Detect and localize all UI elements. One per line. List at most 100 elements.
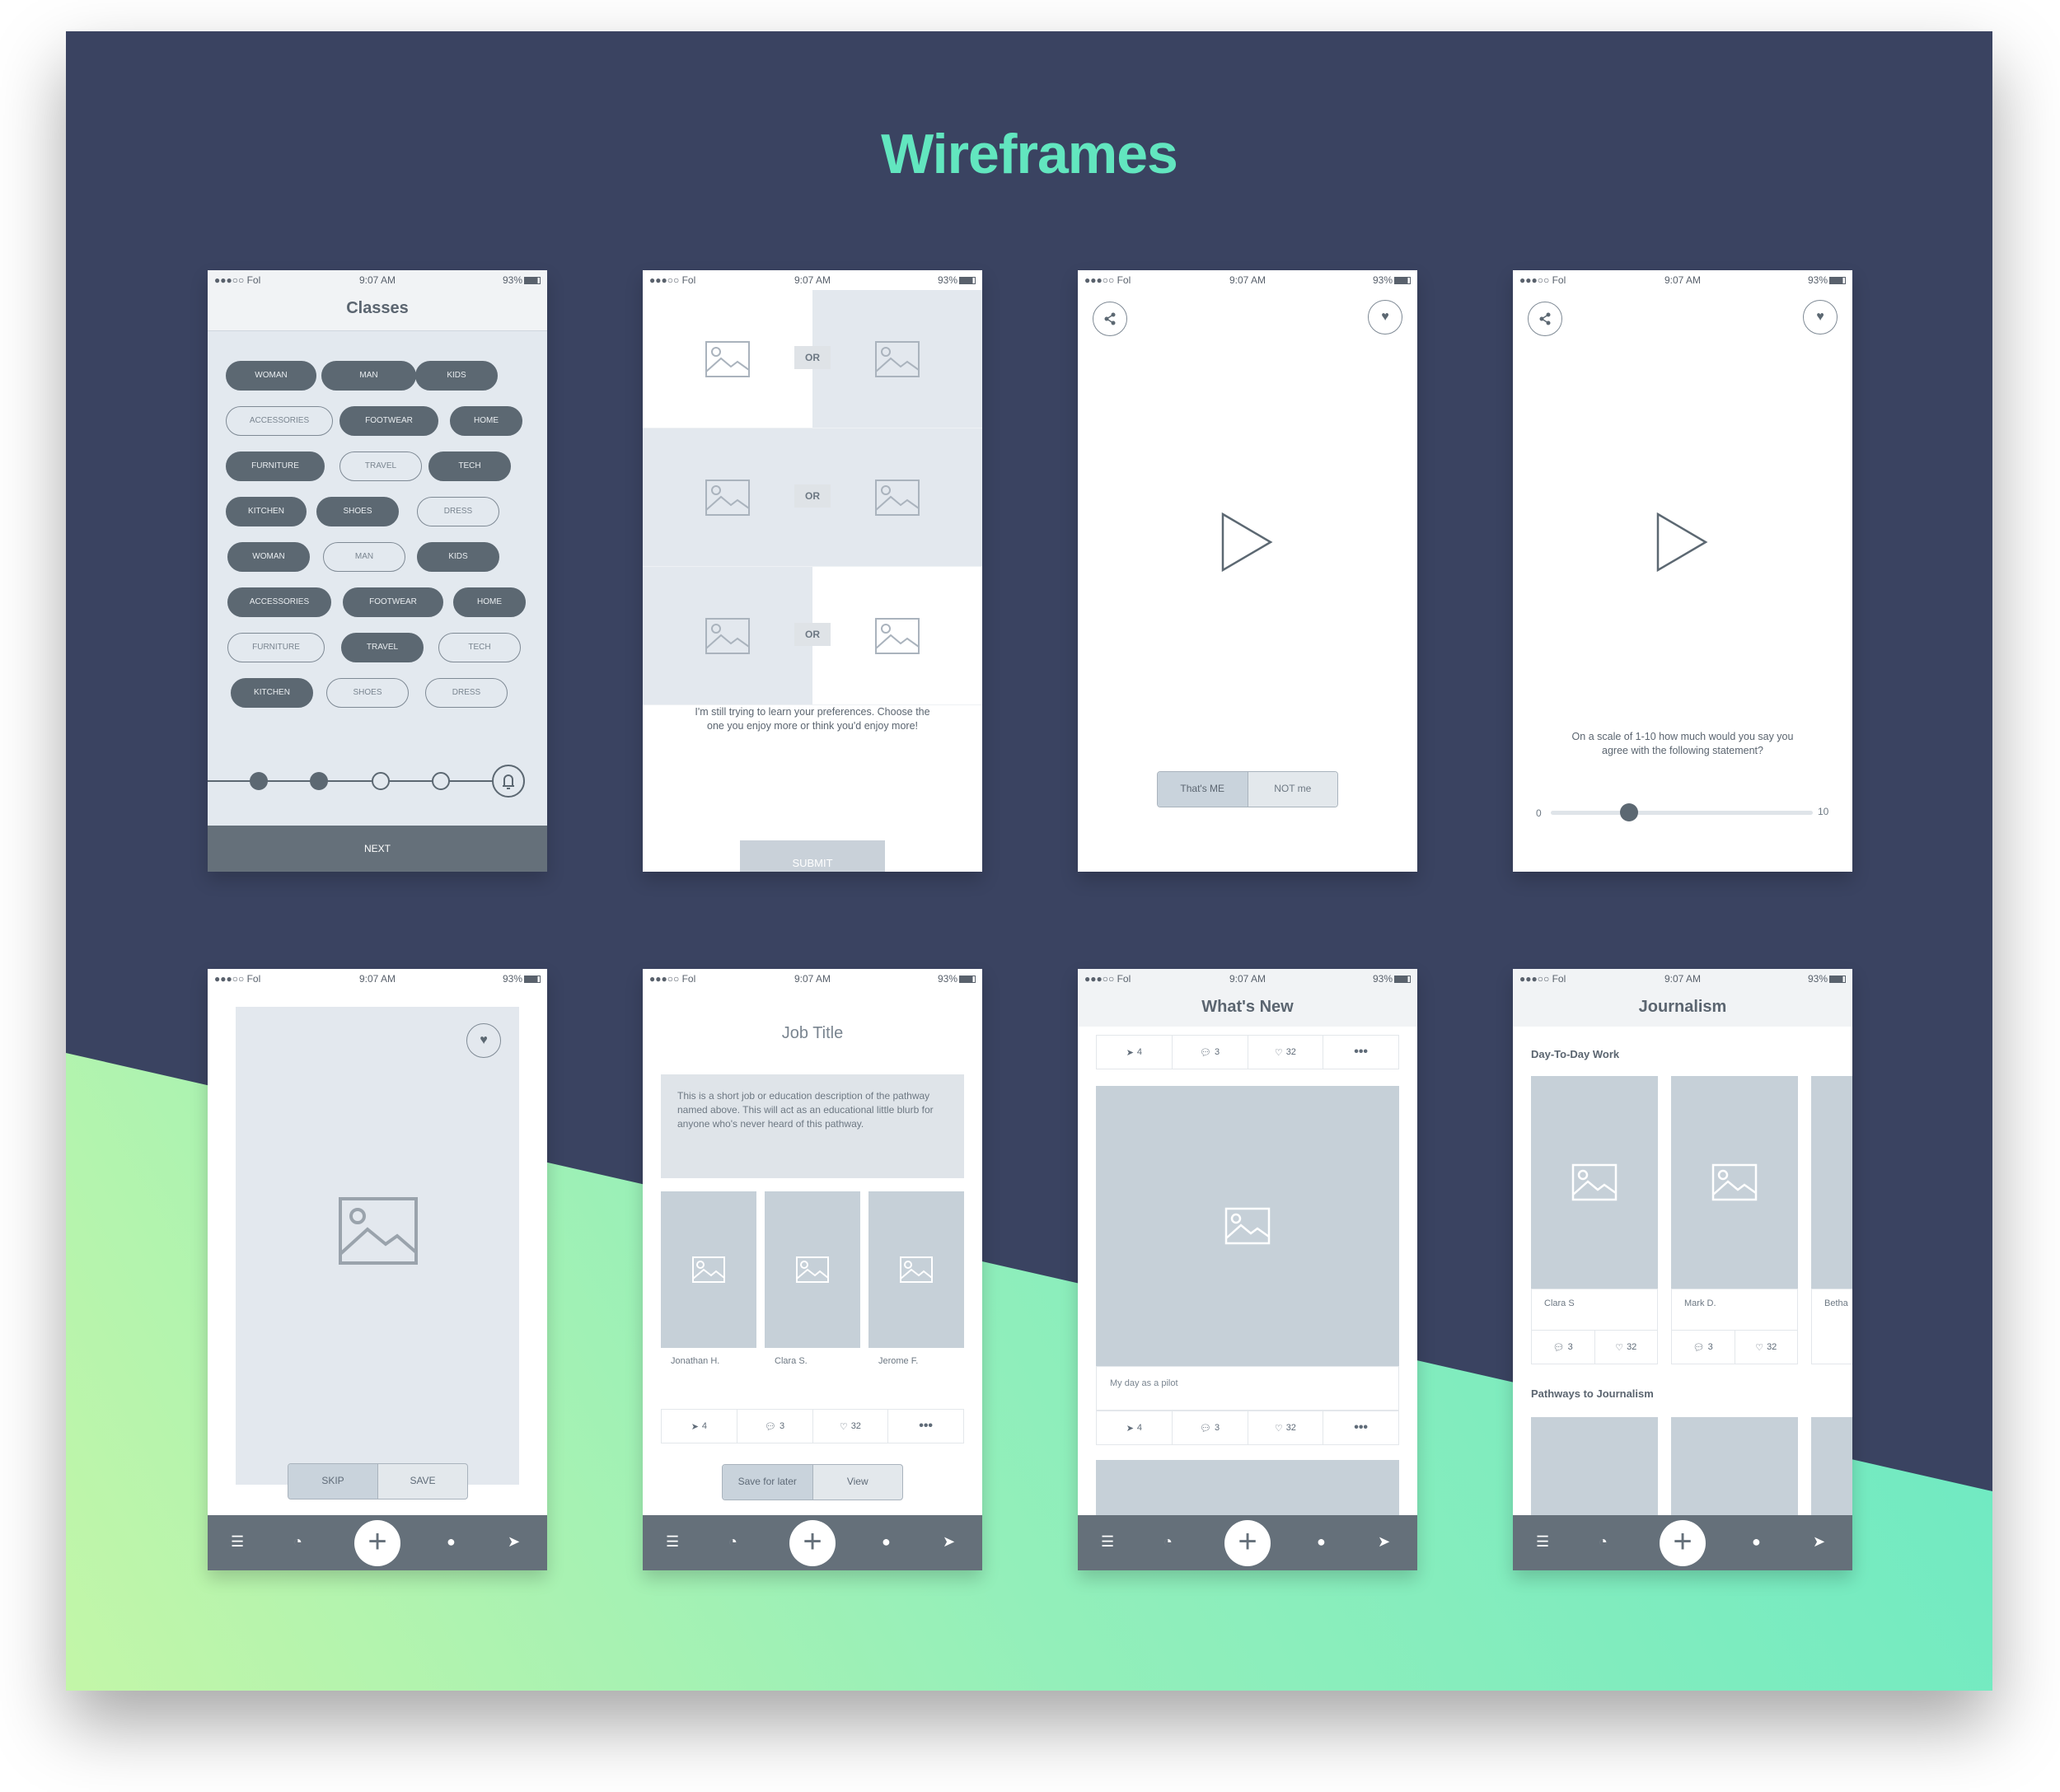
category-pill[interactable]: FURNITURE (226, 452, 325, 481)
menu-icon[interactable]: ☰ (231, 1533, 245, 1550)
save-button[interactable]: SAVE (377, 1464, 467, 1499)
category-pill[interactable]: DRESS (417, 497, 499, 526)
more-button[interactable]: ••• (1323, 1411, 1398, 1444)
category-pill[interactable]: KIDS (417, 542, 499, 572)
more-button[interactable]: ••• (888, 1410, 963, 1443)
comment-stat[interactable]: 💬︎3 (1173, 1411, 1248, 1444)
dashboard-icon[interactable]: ◔ (1599, 1533, 1608, 1550)
choice-image[interactable] (812, 290, 982, 428)
send-icon[interactable]: ➤ (508, 1533, 521, 1550)
category-pill[interactable]: DRESS (425, 678, 508, 708)
menu-icon[interactable]: ☰ (1536, 1533, 1550, 1550)
send-icon[interactable]: ➤ (1378, 1533, 1391, 1550)
submit-button[interactable]: SUBMIT (740, 840, 885, 872)
thats-me-option[interactable]: That's ME (1158, 772, 1248, 807)
category-pill[interactable]: ACCESSORIES (227, 587, 331, 617)
category-pill[interactable]: KITCHEN (226, 497, 307, 526)
category-pill[interactable]: KITCHEN (231, 678, 313, 708)
share-stat[interactable]: ➤4 (1097, 1036, 1173, 1069)
favorite-button[interactable]: ♥ (1368, 300, 1402, 335)
category-pill[interactable]: MAN (323, 542, 405, 572)
play-icon[interactable] (1218, 511, 1276, 573)
category-pill[interactable]: ACCESSORIES (226, 406, 333, 436)
pathway-card[interactable] (1531, 1417, 1658, 1516)
like-stat[interactable]: ♡32 (1615, 1342, 1637, 1353)
globe-icon[interactable]: ● (1317, 1533, 1326, 1550)
globe-icon[interactable]: ● (1752, 1533, 1761, 1550)
like-stat[interactable]: ♡32 (813, 1410, 889, 1443)
person-image[interactable] (765, 1191, 860, 1348)
person-image[interactable] (868, 1191, 964, 1348)
category-pill[interactable]: TRAVEL (339, 452, 422, 481)
slider-thumb[interactable] (1620, 803, 1639, 821)
category-pill[interactable]: WOMAN (226, 361, 316, 391)
menu-icon[interactable]: ☰ (666, 1533, 680, 1550)
choice-image[interactable] (812, 567, 982, 705)
category-pill[interactable]: FOOTWEAR (343, 587, 443, 617)
category-pill[interactable]: FURNITURE (227, 633, 325, 662)
menu-icon[interactable]: ☰ (1101, 1533, 1115, 1550)
choice-image[interactable] (812, 428, 982, 567)
globe-icon[interactable]: ● (447, 1533, 456, 1550)
category-pill[interactable]: TECH (438, 633, 521, 662)
choice-image[interactable] (643, 567, 812, 705)
share-stat[interactable]: ➤4 (1097, 1411, 1173, 1444)
play-icon[interactable] (1653, 511, 1711, 573)
category-pill[interactable]: WOMAN (227, 542, 310, 572)
card-image[interactable] (1811, 1076, 1852, 1289)
globe-icon[interactable]: ● (882, 1533, 891, 1550)
category-pill[interactable]: KIDS (415, 361, 498, 391)
share-stat[interactable]: ➤4 (662, 1410, 737, 1443)
like-stat[interactable]: ♡32 (1248, 1036, 1324, 1069)
pathway-card[interactable] (1811, 1417, 1852, 1516)
category-pill[interactable]: HOME (453, 587, 526, 617)
pathway-card[interactable] (1671, 1417, 1798, 1516)
category-pill[interactable]: SHOES (316, 497, 399, 526)
comment-icon: 💬︎ (1692, 1342, 1705, 1353)
like-stat[interactable]: ♡32 (1755, 1342, 1777, 1353)
agreement-slider-track[interactable] (1551, 803, 1813, 821)
not-me-option[interactable]: NOT me (1247, 772, 1337, 807)
add-button[interactable]: + (354, 1520, 400, 1566)
comment-stat[interactable]: 💬︎3 (1532, 1331, 1595, 1364)
category-pill[interactable]: FOOTWEAR (339, 406, 438, 436)
category-pill[interactable]: TECH (428, 452, 511, 481)
add-button[interactable]: + (1660, 1520, 1706, 1566)
category-pill[interactable]: TRAVEL (341, 633, 424, 662)
more-button[interactable]: ••• (1323, 1036, 1398, 1069)
send-icon[interactable]: ➤ (1813, 1533, 1826, 1550)
skip-button[interactable]: SKIP (288, 1464, 377, 1499)
share-button[interactable] (1528, 302, 1562, 336)
favorite-button[interactable]: ♥ (1803, 300, 1838, 335)
next-button[interactable]: NEXT (208, 826, 547, 872)
choice-image[interactable] (643, 290, 812, 428)
add-button[interactable]: + (1224, 1520, 1271, 1566)
favorite-button[interactable]: ♥ (466, 1023, 501, 1058)
dashboard-icon[interactable]: ◔ (1163, 1533, 1173, 1550)
category-pill[interactable]: MAN (321, 361, 416, 391)
swipe-card[interactable]: ♥ (236, 1007, 519, 1485)
send-icon[interactable]: ➤ (943, 1533, 956, 1550)
save-for-later-button[interactable]: Save for later (723, 1465, 812, 1500)
post-image[interactable] (1096, 1086, 1399, 1366)
dashboard-icon[interactable]: ◔ (293, 1533, 302, 1550)
add-button[interactable]: + (789, 1520, 836, 1566)
comment-stat[interactable]: 💬︎3 (1173, 1036, 1248, 1069)
person-image[interactable] (661, 1191, 756, 1348)
choice-image[interactable] (643, 428, 812, 567)
next-post-image[interactable] (1096, 1460, 1399, 1526)
card-image[interactable] (1671, 1076, 1798, 1289)
comment-stat[interactable]: 💬︎3 (737, 1410, 813, 1443)
view-button[interactable]: View (812, 1465, 903, 1500)
dashboard-icon[interactable]: ◔ (728, 1533, 737, 1550)
card-image[interactable] (1531, 1076, 1658, 1289)
like-stat[interactable]: ♡32 (1248, 1411, 1324, 1444)
comment-stat[interactable]: 💬︎3 (1672, 1331, 1735, 1364)
send-icon: ➤ (1126, 1047, 1134, 1058)
category-pill[interactable]: HOME (450, 406, 522, 436)
share-button[interactable] (1093, 302, 1127, 336)
category-pill[interactable]: SHOES (326, 678, 409, 708)
